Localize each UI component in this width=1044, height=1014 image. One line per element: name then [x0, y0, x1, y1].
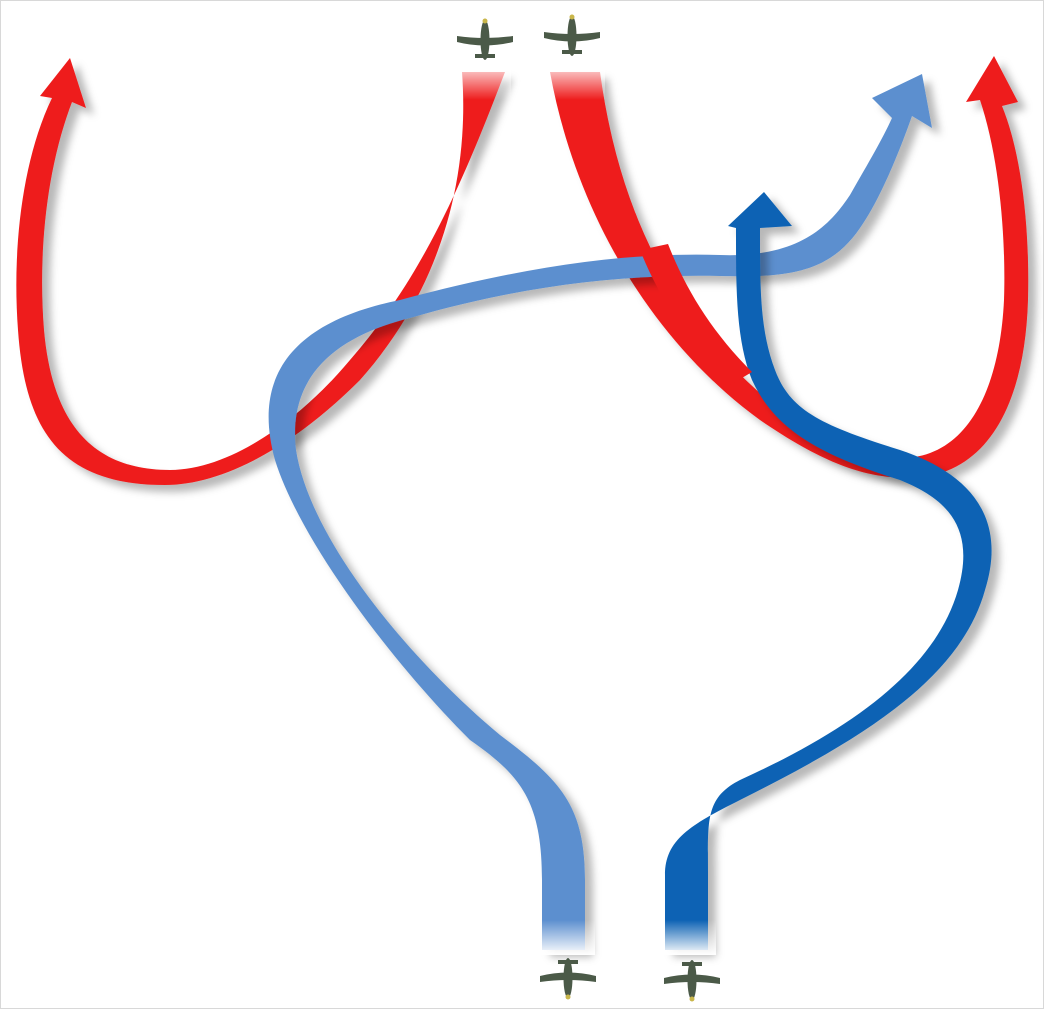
fade-top-left [455, 60, 511, 100]
dark-blue-path [665, 192, 992, 950]
fade-bottom-left [535, 920, 595, 955]
red-path-left [16, 58, 505, 485]
fighter-plane-icon [664, 960, 720, 1002]
fighter-plane-icon [457, 19, 513, 61]
fade-top-right [545, 60, 605, 100]
fighter-plane-icon [540, 958, 596, 1000]
fade-bottom-right [660, 920, 716, 955]
fighter-plane-icon [544, 15, 600, 57]
